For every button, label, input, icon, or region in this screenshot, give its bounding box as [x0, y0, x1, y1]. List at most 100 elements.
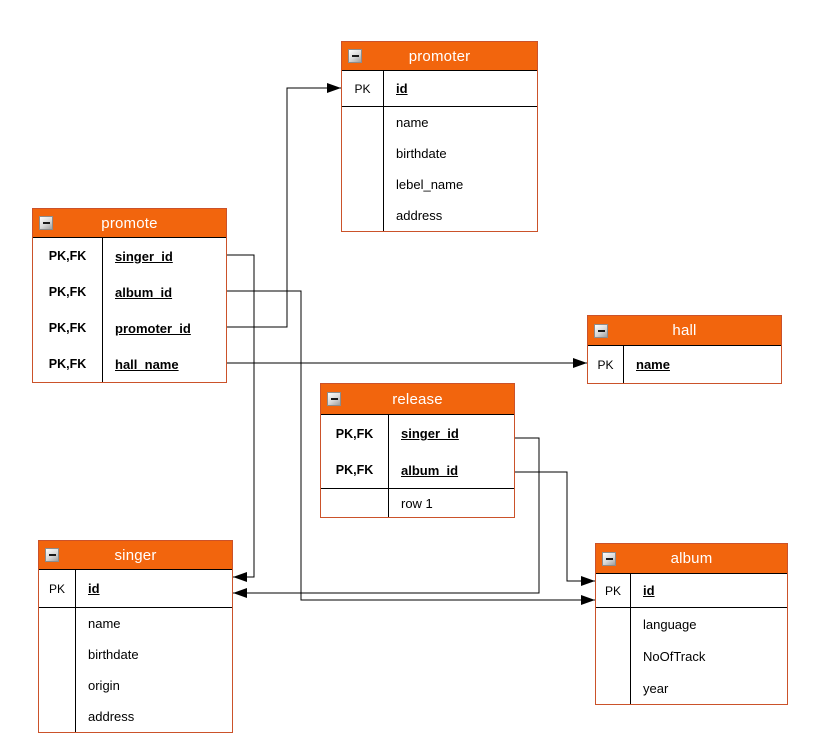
field-name-text: name [396, 115, 429, 130]
table-header[interactable]: hall [588, 316, 781, 346]
row-name[interactable]: name [39, 608, 232, 639]
row-name[interactable]: PK name [588, 346, 781, 383]
key-label-cell: PK,FK [33, 310, 103, 346]
field-name-cell: address [76, 701, 232, 732]
field-name-cell: name [624, 346, 781, 383]
field-name-text: album_id [401, 462, 459, 478]
table-header[interactable]: singer [39, 541, 232, 570]
field-name-cell: id [384, 71, 537, 106]
connection-promote-album-id-to-album-id[interactable] [227, 290, 595, 605]
table-header[interactable]: release [321, 384, 514, 415]
key-label-cell [342, 200, 384, 231]
collapse-minus-icon[interactable] [602, 551, 616, 566]
field-name-cell: lebel_name [384, 169, 537, 200]
key-label-cell [39, 670, 76, 701]
field-name-cell: id [631, 574, 787, 607]
field-name-cell: hall_name [103, 346, 226, 382]
minus-glyph [351, 55, 359, 57]
field-name-cell: name [76, 608, 232, 639]
field-name-text: id [88, 581, 100, 596]
key-label-cell [342, 138, 384, 169]
field-name-text: address [88, 709, 135, 724]
key-label-cell [39, 639, 76, 670]
row-birthdate[interactable]: birthdate [342, 138, 537, 169]
field-name-text: singer_id [401, 426, 459, 441]
row-row-1[interactable]: row 1 [321, 489, 514, 517]
row-birthdate[interactable]: birthdate [39, 639, 232, 670]
table-header[interactable]: promoter [342, 42, 537, 71]
minus-glyph [42, 222, 50, 224]
field-name-text: origin [88, 678, 120, 693]
connection-release-singer-id-to-singer-id[interactable] [233, 437, 540, 598]
collapse-minus-icon[interactable] [327, 392, 341, 406]
table-header[interactable]: album [596, 544, 787, 574]
field-name-text: name [636, 357, 670, 372]
key-label-cell: PK [596, 574, 631, 607]
row-singer-id[interactable]: PK,FK singer_id [321, 415, 514, 452]
table-title: singer [114, 546, 157, 564]
table-title: release [392, 390, 443, 408]
key-label-cell: PK [588, 346, 624, 383]
table-title: promote [101, 214, 158, 232]
collapse-minus-icon[interactable] [594, 323, 608, 338]
field-name-text: birthdate [396, 146, 447, 161]
table-title: hall [672, 322, 697, 339]
row-address[interactable]: address [342, 200, 537, 231]
minus-glyph [605, 557, 613, 560]
key-label-cell [321, 489, 389, 517]
key-label-cell: PK [342, 71, 384, 106]
table-title: promoter [408, 47, 471, 65]
field-name-cell: origin [76, 670, 232, 701]
field-name-text: promoter_id [115, 320, 191, 336]
field-name-text: language [643, 616, 697, 632]
connection-promote-promoter-id-to-promoter-id[interactable] [227, 83, 341, 328]
field-name-text: id [643, 583, 655, 598]
field-name-cell: year [631, 672, 787, 704]
key-label-cell [596, 640, 631, 672]
key-label-cell: PK,FK [321, 415, 389, 452]
field-name-cell: language [631, 608, 787, 640]
row-id[interactable]: PK id [596, 574, 787, 608]
collapse-minus-icon[interactable] [39, 216, 53, 230]
row-language[interactable]: language [596, 608, 787, 640]
table-title: album [670, 550, 713, 567]
field-name-cell: album_id [103, 274, 226, 310]
collapse-minus-icon[interactable] [45, 548, 59, 562]
field-name-text: address [396, 208, 443, 223]
row-origin[interactable]: origin [39, 670, 232, 701]
field-name-cell: id [76, 570, 232, 607]
key-label-cell [39, 608, 76, 639]
row-year[interactable]: year [596, 672, 787, 704]
row-promoter-id[interactable]: PK,FK promoter_id [33, 310, 226, 346]
connection-release-album-id-to-album-id[interactable] [515, 471, 595, 586]
key-label-cell [596, 672, 631, 704]
row-nooftrack[interactable]: NoOfTrack [596, 640, 787, 672]
row-name[interactable]: name [342, 107, 537, 138]
collapse-minus-icon[interactable] [348, 49, 362, 63]
row-address[interactable]: address [39, 701, 232, 732]
minus-glyph [48, 554, 56, 556]
table-header[interactable]: promote [33, 209, 226, 238]
key-label-cell [596, 608, 631, 640]
field-name-cell: singer_id [103, 238, 226, 274]
connection-promote-singer-id-to-singer-id[interactable] [227, 254, 255, 582]
field-name-cell: album_id [389, 452, 514, 488]
field-name-text: row 1 [401, 495, 433, 511]
minus-glyph [330, 398, 338, 400]
field-name-text: album_id [115, 284, 173, 300]
field-name-text: NoOfTrack [643, 648, 706, 664]
row-lebel-name[interactable]: lebel_name [342, 169, 537, 200]
